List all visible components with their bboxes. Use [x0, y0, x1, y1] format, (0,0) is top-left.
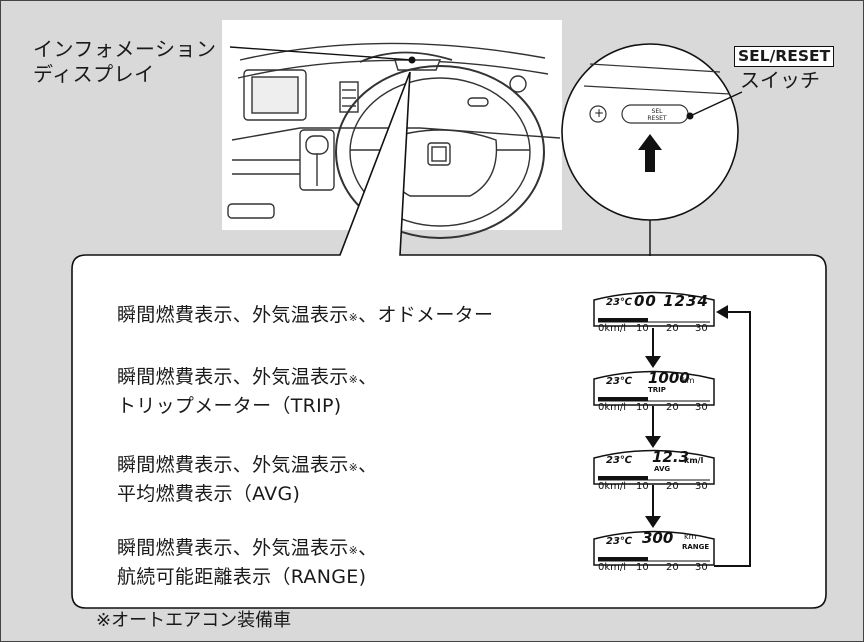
mode-avg-text: 瞬間燃費表示、外気温表示 [117, 454, 349, 476]
mode-odometer-suffix: 、オドメーター [358, 304, 494, 326]
lcd-range-scale-zero: 0km/l [598, 562, 627, 573]
lcd-range-scale-10: 10 [636, 562, 649, 573]
lcd-trip-scale-20: 20 [666, 402, 679, 413]
sel-reset-key-label: SEL/RESET [734, 46, 835, 67]
lcd-trip-scale-10: 10 [636, 402, 649, 413]
sel-reset-button-line2: RESET [647, 115, 667, 122]
lcd-trip-sub: TRIP [648, 386, 666, 394]
lcd-range-scale-20: 20 [666, 562, 679, 573]
lcd-avg-scale-zero: 0km/l [598, 481, 627, 492]
mode-trip-suffix: 、 [358, 366, 378, 388]
plus-icon: + [594, 106, 605, 120]
info-display-label: インフォメーション ディスプレイ [33, 37, 217, 87]
lcd-range-main: 300 [642, 529, 674, 547]
lcd-avg-scale-30: 30 [695, 481, 708, 492]
lcd-trip-scale-zero: 0km/l [598, 402, 627, 413]
footnote: ※オートエアコン装備車 [96, 610, 292, 631]
mode-trip-note: ※ [348, 373, 359, 386]
lcd-avg-unit: km/l [684, 456, 704, 465]
info-display-label-line1: インフォメーション [33, 37, 217, 61]
lcd-trip-main: 1000 [648, 369, 690, 387]
lcd-avg-scale-20: 20 [666, 481, 679, 492]
lcd-range-unit: km [684, 532, 697, 541]
mode-trip-text: 瞬間燃費表示、外気温表示 [117, 366, 349, 388]
sel-reset-button-line1: SEL [651, 108, 663, 115]
lcd-trip-temp: 23℃ [606, 376, 633, 387]
mode-avg: 瞬間燃費表示、外気温表示※、 平均燃費表示（AVG) [117, 452, 377, 507]
mode-range-text: 瞬間燃費表示、外気温表示 [117, 537, 349, 559]
mode-trip-line2: トリップメーター（TRIP) [117, 395, 342, 417]
sel-reset-button: SEL RESET [628, 108, 686, 122]
info-display-label-line2: ディスプレイ [33, 62, 155, 86]
mode-avg-note: ※ [348, 461, 359, 474]
lcd-range-sub: RANGE [682, 543, 710, 551]
lcd-trip-scale-30: 30 [695, 402, 708, 413]
lcd-avg-main: 12.3 [652, 448, 690, 466]
switch-label: スイッチ [740, 68, 820, 92]
mode-range: 瞬間燃費表示、外気温表示※、 航続可能距離表示（RANGE) [117, 535, 377, 590]
mode-range-note: ※ [348, 544, 359, 557]
mode-trip: 瞬間燃費表示、外気温表示※、 トリップメーター（TRIP) [117, 364, 377, 419]
mode-odometer-note: ※ [348, 311, 359, 324]
lcd-trip-unit: km [682, 376, 695, 385]
lcd-odometer-scale-20: 20 [666, 323, 679, 334]
lcd-range-temp: 23℃ [606, 536, 633, 547]
lcd-odometer-scale-30: 30 [695, 323, 708, 334]
mode-odometer-text: 瞬間燃費表示、外気温表示 [117, 304, 349, 326]
lcd-range-scale-30: 30 [695, 562, 708, 573]
lcd-avg-sub: AVG [654, 465, 671, 473]
lcd-avg-scale-10: 10 [636, 481, 649, 492]
mode-odometer: 瞬間燃費表示、外気温表示※、オドメーター [117, 302, 493, 331]
lcd-odometer-main: 00 1234 [634, 292, 709, 310]
lcd-odometer-scale-zero: 0km/l [598, 323, 627, 334]
mode-range-line2: 航続可能距離表示（RANGE) [117, 566, 367, 588]
mode-avg-suffix: 、 [358, 454, 378, 476]
mode-avg-line2: 平均燃費表示（AVG) [117, 483, 301, 505]
lcd-odometer-scale-10: 10 [636, 323, 649, 334]
lcd-odometer-temp: 23℃ [606, 297, 633, 308]
mode-range-suffix: 、 [358, 537, 378, 559]
lcd-avg-temp: 23℃ [606, 455, 633, 466]
